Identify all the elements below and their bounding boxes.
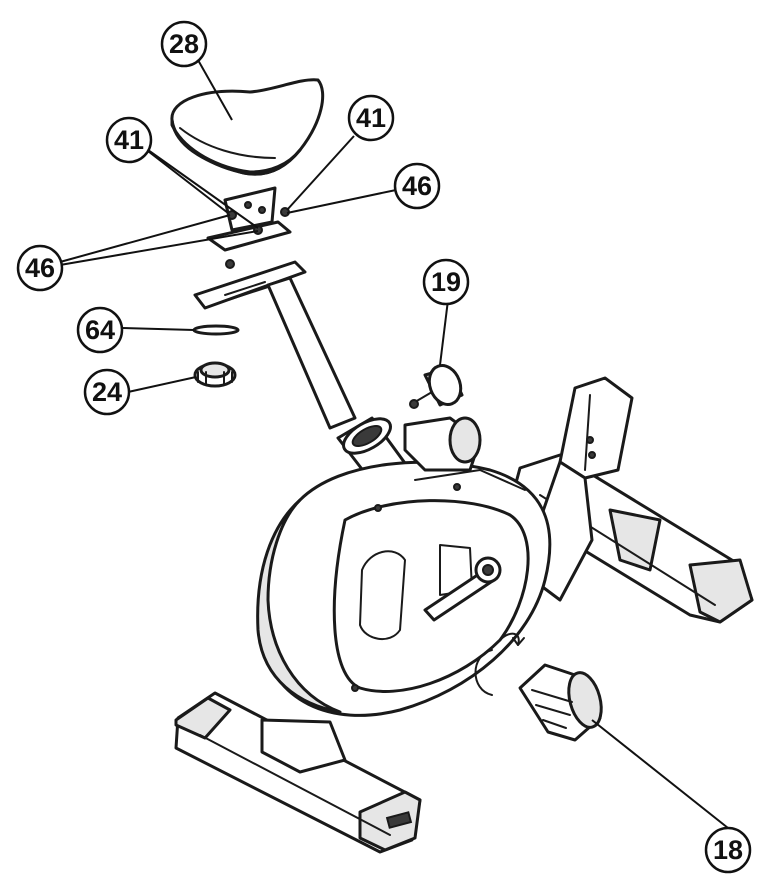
callout-18: 18 bbox=[704, 826, 752, 874]
callout-41-left-label: 41 bbox=[114, 125, 144, 155]
seat-bracket bbox=[206, 186, 292, 269]
callout-46-right: 46 bbox=[393, 162, 441, 210]
callout-28: 28 bbox=[160, 20, 208, 68]
callout-64-label: 64 bbox=[85, 315, 115, 345]
adjustment-knob bbox=[193, 361, 237, 388]
leader-lines bbox=[59, 59, 729, 829]
callout-64: 64 bbox=[76, 306, 124, 354]
callout-41-left: 41 bbox=[105, 116, 153, 164]
callout-46-right-label: 46 bbox=[402, 171, 432, 201]
callout-28-label: 28 bbox=[169, 29, 199, 59]
rotation-arrow bbox=[474, 632, 525, 696]
callout-46-left-label: 46 bbox=[25, 253, 55, 283]
pop-pin-knob bbox=[409, 364, 464, 409]
callout-41-right-label: 41 bbox=[356, 103, 386, 133]
callout-46-left: 46 bbox=[16, 244, 64, 292]
front-stabilizer bbox=[174, 691, 422, 854]
callout-41-right: 41 bbox=[347, 94, 395, 142]
callout-24: 24 bbox=[83, 368, 131, 416]
pedal bbox=[518, 663, 603, 742]
seat bbox=[170, 78, 325, 176]
callout-18-label: 18 bbox=[713, 835, 743, 865]
flywheel-housing bbox=[256, 460, 552, 717]
washer bbox=[192, 324, 240, 336]
callout-19-label: 19 bbox=[431, 267, 461, 297]
crank-arm bbox=[423, 556, 502, 622]
callout-24-label: 24 bbox=[92, 377, 122, 407]
callout-19: 19 bbox=[422, 258, 470, 306]
seat-slider bbox=[193, 260, 357, 430]
tension-knob-housing bbox=[403, 416, 482, 472]
